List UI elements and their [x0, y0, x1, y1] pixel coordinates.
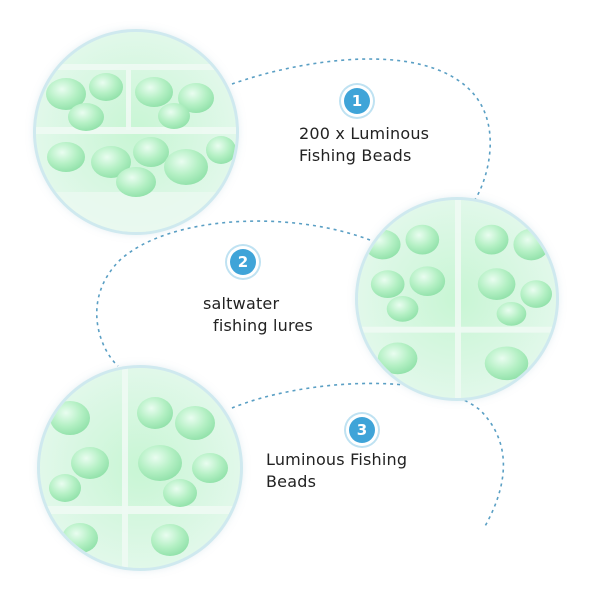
caption-3-line-2: Beads — [266, 472, 317, 491]
bead-closeup-image-1 — [36, 32, 236, 232]
step-number-1: 1 — [351, 92, 363, 110]
feature-caption-1: 200 x Luminous Fishing Beads — [299, 123, 429, 167]
bead-closeup-image-2 — [358, 200, 556, 398]
caption-2-line-2: fishing lures — [213, 316, 313, 335]
connector-2-left — [95, 220, 371, 367]
connector-1-2 — [231, 58, 491, 206]
caption-1-line-2: Fishing Beads — [299, 146, 412, 165]
caption-3-line-1: Luminous Fishing — [266, 450, 408, 469]
step-number-2: 2 — [237, 253, 249, 271]
step-badge-2: 2 — [230, 249, 256, 275]
step-badge-3: 3 — [349, 417, 375, 443]
feature-caption-3: Luminous Fishing Beads — [266, 449, 407, 493]
bead-closeup-image-3 — [40, 368, 240, 568]
connector-3-right — [231, 382, 505, 529]
caption-2-line-1: saltwater — [203, 294, 280, 313]
caption-1-line-1: 200 x Luminous — [299, 124, 430, 143]
step-number-3: 3 — [356, 421, 368, 439]
feature-caption-2: saltwater fishing lures — [203, 293, 313, 337]
step-badge-1: 1 — [344, 88, 370, 114]
